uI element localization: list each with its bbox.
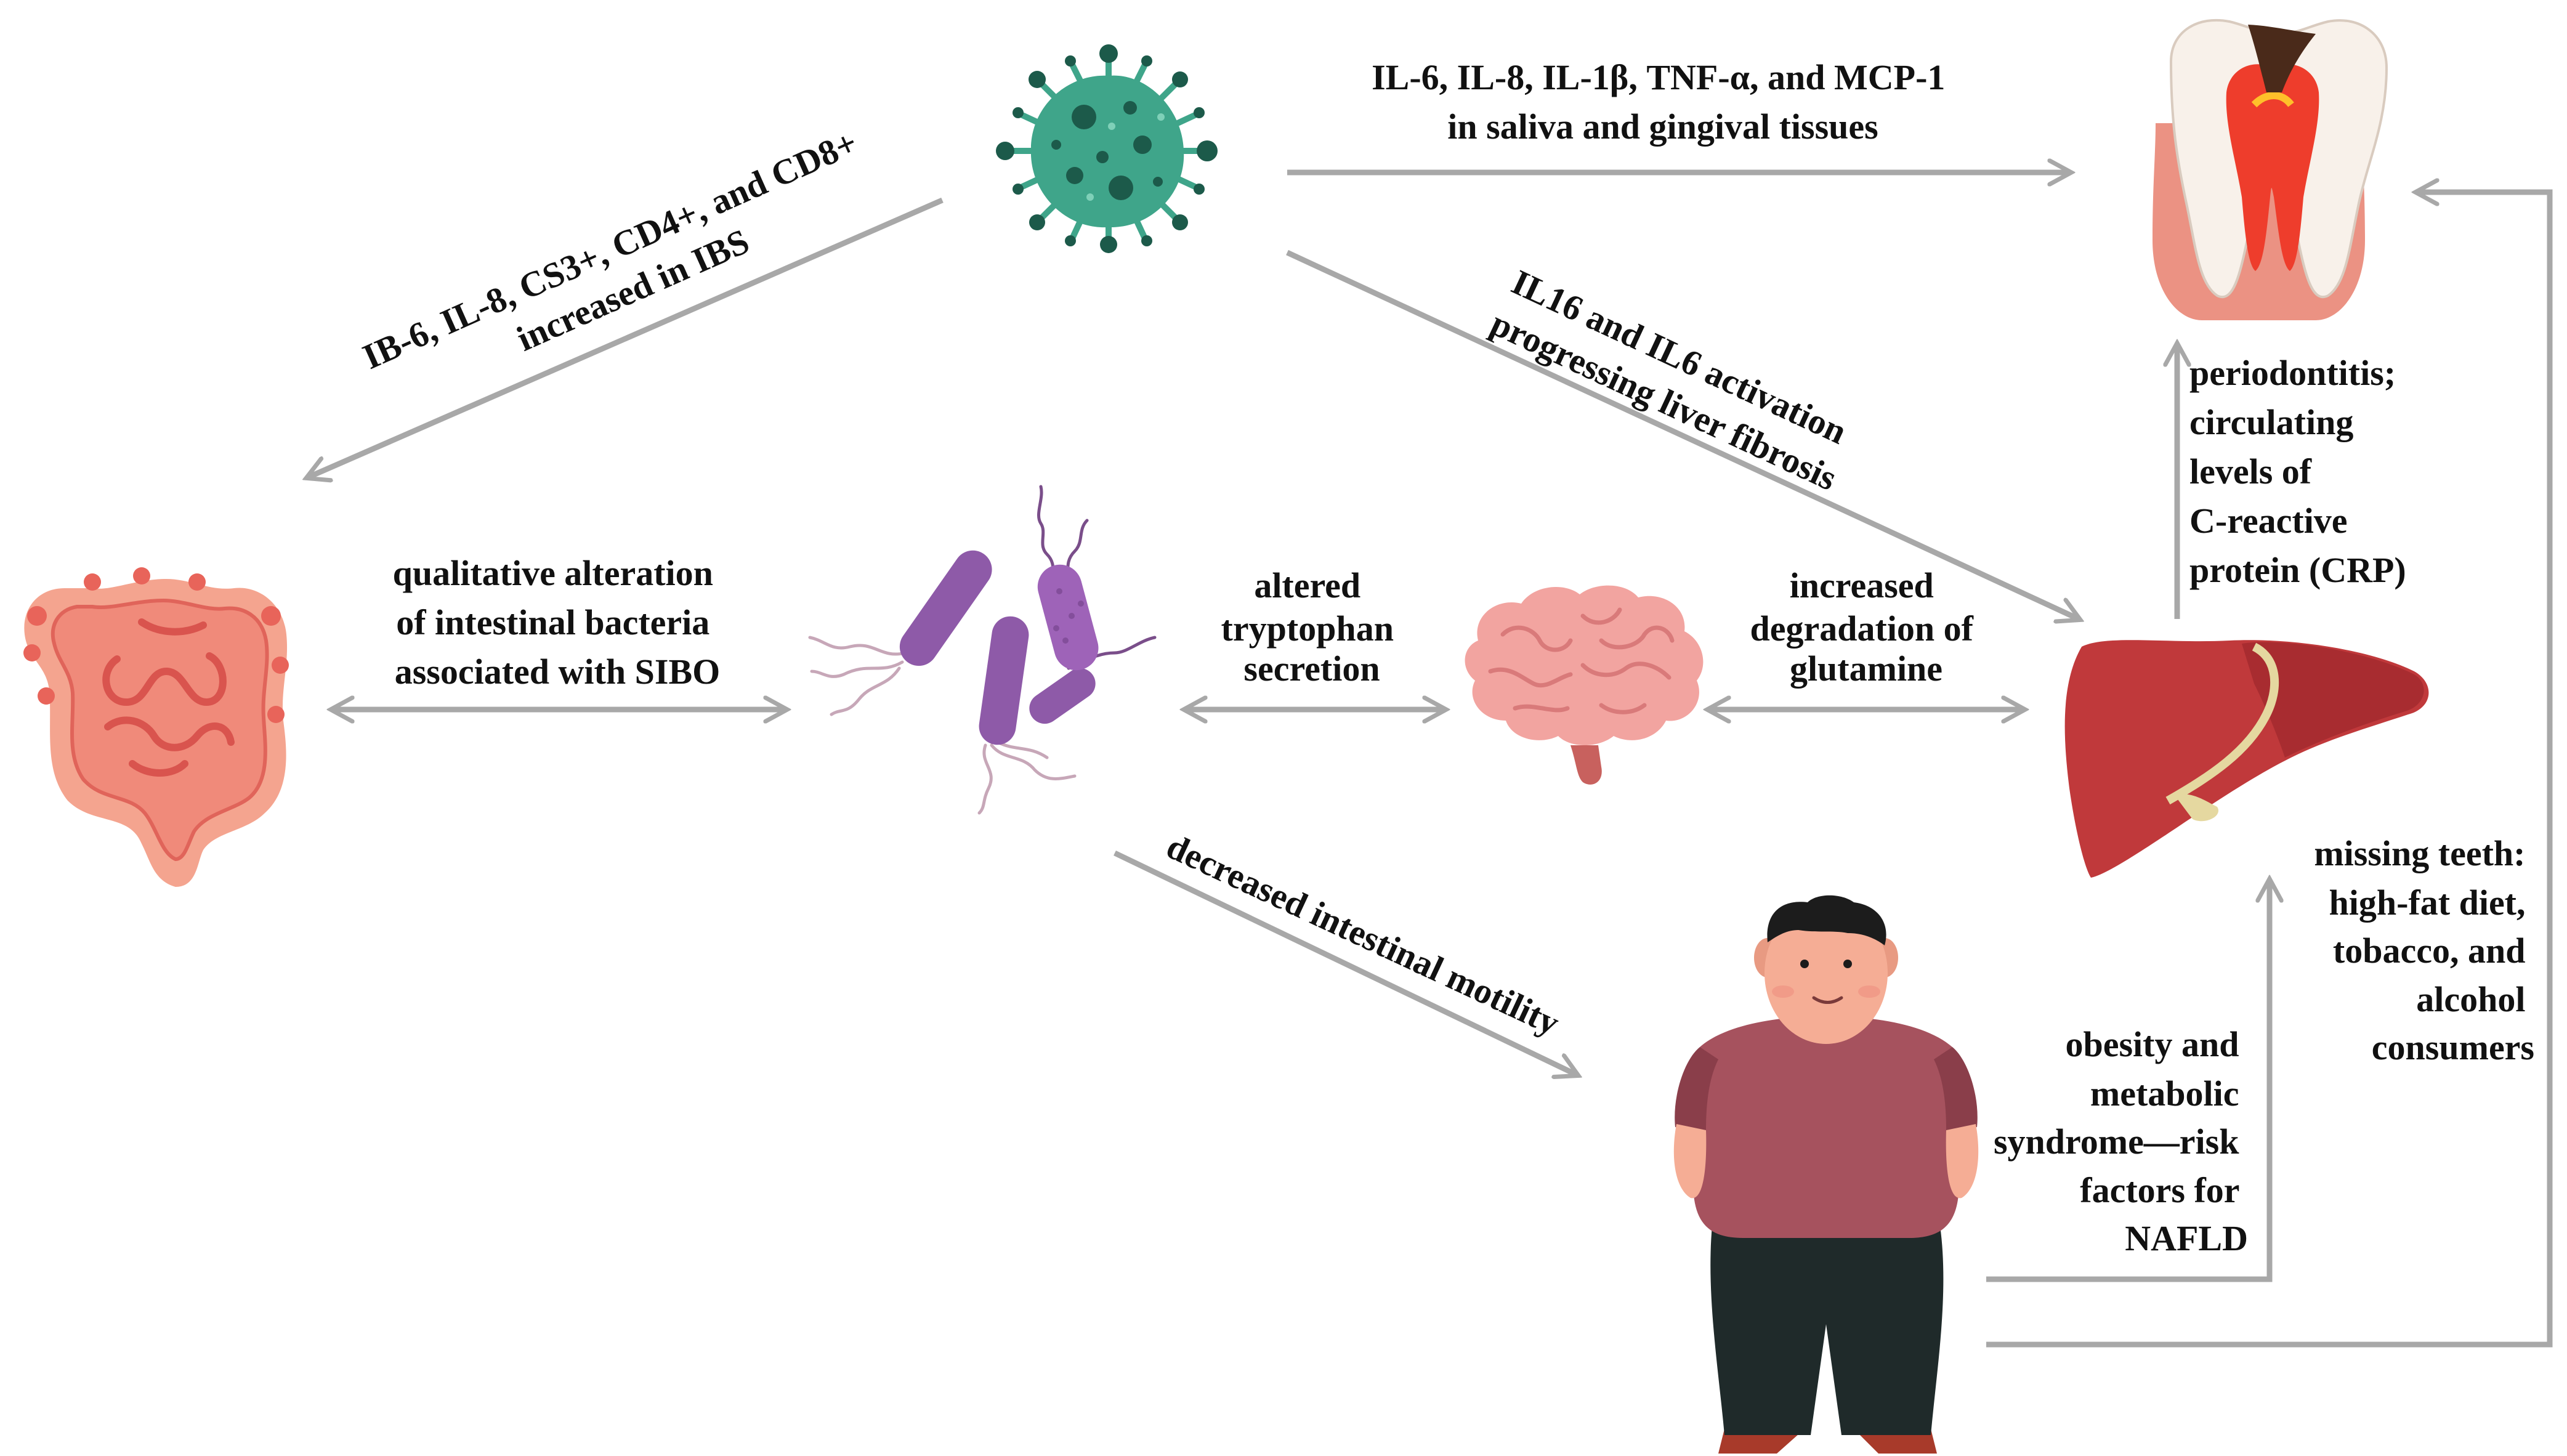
liver-icon xyxy=(2064,640,2429,878)
label-tryptophan: altered tryptophan secretion xyxy=(1221,565,1403,689)
label-cytokines-oral: IL-6, IL-8, IL-1β, TNF-α, and MCP-1 in s… xyxy=(1372,57,1954,147)
label-glutamine: increased degradation of glutamine xyxy=(1750,565,1983,689)
label-obesity: obesity and metabolic syndrome—risk fact… xyxy=(1994,1024,2248,1258)
obese-person-icon xyxy=(1673,895,1979,1454)
bacteria-icon xyxy=(808,485,1157,815)
virus-icon xyxy=(996,44,1218,253)
arrow-person-to-tooth xyxy=(1986,192,2553,1348)
brain-icon xyxy=(1465,585,1704,785)
arrow-virus-to-intestine xyxy=(308,197,944,477)
label-ibs-markers: IB-6, IL-8, CS3+, CD4+, and CD8+ increas… xyxy=(357,118,890,419)
label-missing-teeth: missing teeth: high-fat diet, tobacco, a… xyxy=(2314,833,2534,1067)
arrow-virus-to-liver xyxy=(1286,249,2079,619)
label-liver-fibrosis: IL16 and IL6 activation progressing live… xyxy=(1485,261,1862,498)
label-periodontitis: periodontitis; circulating levels of C-r… xyxy=(2189,353,2406,590)
arrow-person-to-liver xyxy=(1986,881,2270,1282)
arrow-bacteria-to-person xyxy=(1114,850,1577,1075)
intestine-icon xyxy=(23,567,289,887)
label-motility: decreased intestinal motility xyxy=(1161,826,1566,1043)
tooth-icon xyxy=(2153,18,2388,320)
arrows xyxy=(308,172,2553,1348)
label-sibo: qualitative alteration of intestinal bac… xyxy=(393,553,722,692)
